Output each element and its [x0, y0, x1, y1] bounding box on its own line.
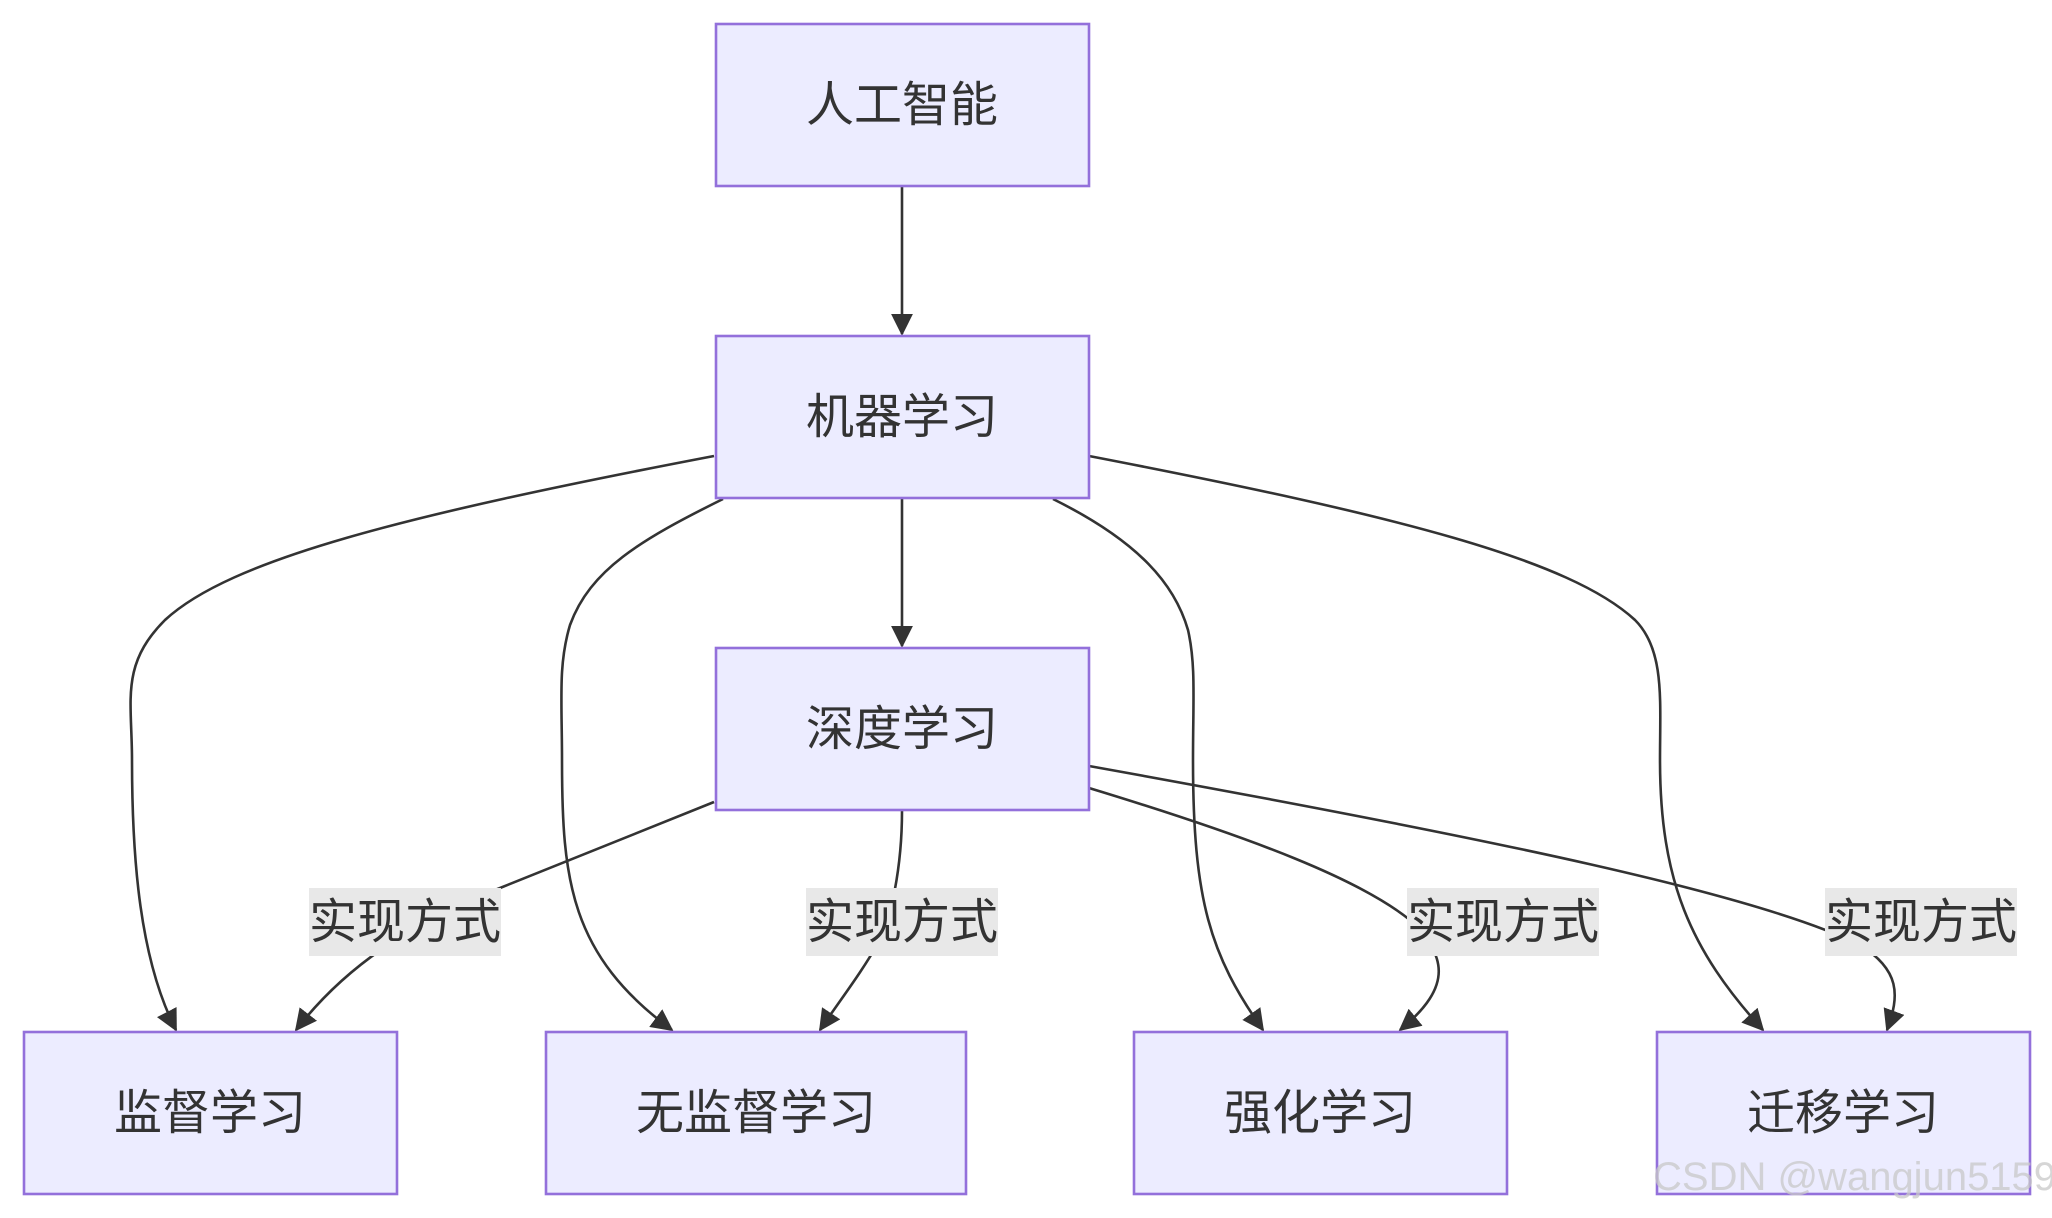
node-label: 强化学习 — [1224, 1085, 1416, 1141]
node-label: 深度学习 — [806, 701, 998, 757]
watermark-text: CSDN @wangjun5159 — [1653, 1155, 2052, 1199]
node-label: 迁移学习 — [1747, 1085, 1939, 1141]
edge-label-text: 实现方式 — [309, 894, 501, 950]
node-box — [1655, 1030, 2032, 1196]
edge-label-dl-supervised: 实现方式 — [309, 888, 501, 956]
edge-label-text: 实现方式 — [806, 894, 998, 950]
edge-ml-to-supervised — [129, 454, 715, 1032]
edge-label-dl-transfer: 实现方式 — [1825, 888, 2017, 956]
edge-label-dl-reinforcement: 实现方式 — [1407, 888, 1599, 956]
edge-ml-to-transfer — [1088, 454, 1765, 1032]
node-ai: 人工智能 — [714, 22, 1091, 188]
nodes: 人工智能 机器学习 深度学习 监督学习 无监督学习 强化学习 迁移学习 — [22, 22, 2032, 1196]
edge-label-dl-unsupervised: 实现方式 — [806, 888, 998, 956]
edge-label-bg — [1407, 888, 1599, 956]
node-unsupervised: 无监督学习 — [544, 1030, 968, 1196]
node-box — [544, 1030, 968, 1196]
node-label: 无监督学习 — [636, 1085, 876, 1141]
node-box — [714, 22, 1091, 188]
edge-dl-to-reinforcement — [1088, 786, 1440, 1032]
edge-dl-to-transfer — [1088, 764, 1905, 1032]
edge-label-bg — [309, 888, 501, 956]
node-ml: 机器学习 — [714, 334, 1091, 500]
node-box — [22, 1030, 399, 1196]
node-transfer: 迁移学习 — [1655, 1030, 2032, 1196]
node-label: 监督学习 — [114, 1085, 306, 1141]
edge-label-bg — [1825, 888, 2017, 956]
node-supervised: 监督学习 — [22, 1030, 399, 1196]
edge-ml-to-reinforcement — [1052, 497, 1265, 1032]
node-reinforcement: 强化学习 — [1132, 1030, 1509, 1196]
node-box — [1132, 1030, 1509, 1196]
edge-label-text: 实现方式 — [1407, 894, 1599, 950]
node-dl: 深度学习 — [714, 646, 1091, 812]
edge-label-bg — [806, 888, 998, 956]
edge-ml-to-unsupervised — [560, 497, 724, 1032]
node-box — [714, 646, 1091, 812]
node-label: 人工智能 — [806, 77, 998, 133]
node-box — [714, 334, 1091, 500]
edge-label-text: 实现方式 — [1825, 894, 2017, 950]
edge-labels: 实现方式 实现方式 实现方式 实现方式 — [309, 888, 2017, 956]
node-label: 机器学习 — [806, 389, 998, 445]
